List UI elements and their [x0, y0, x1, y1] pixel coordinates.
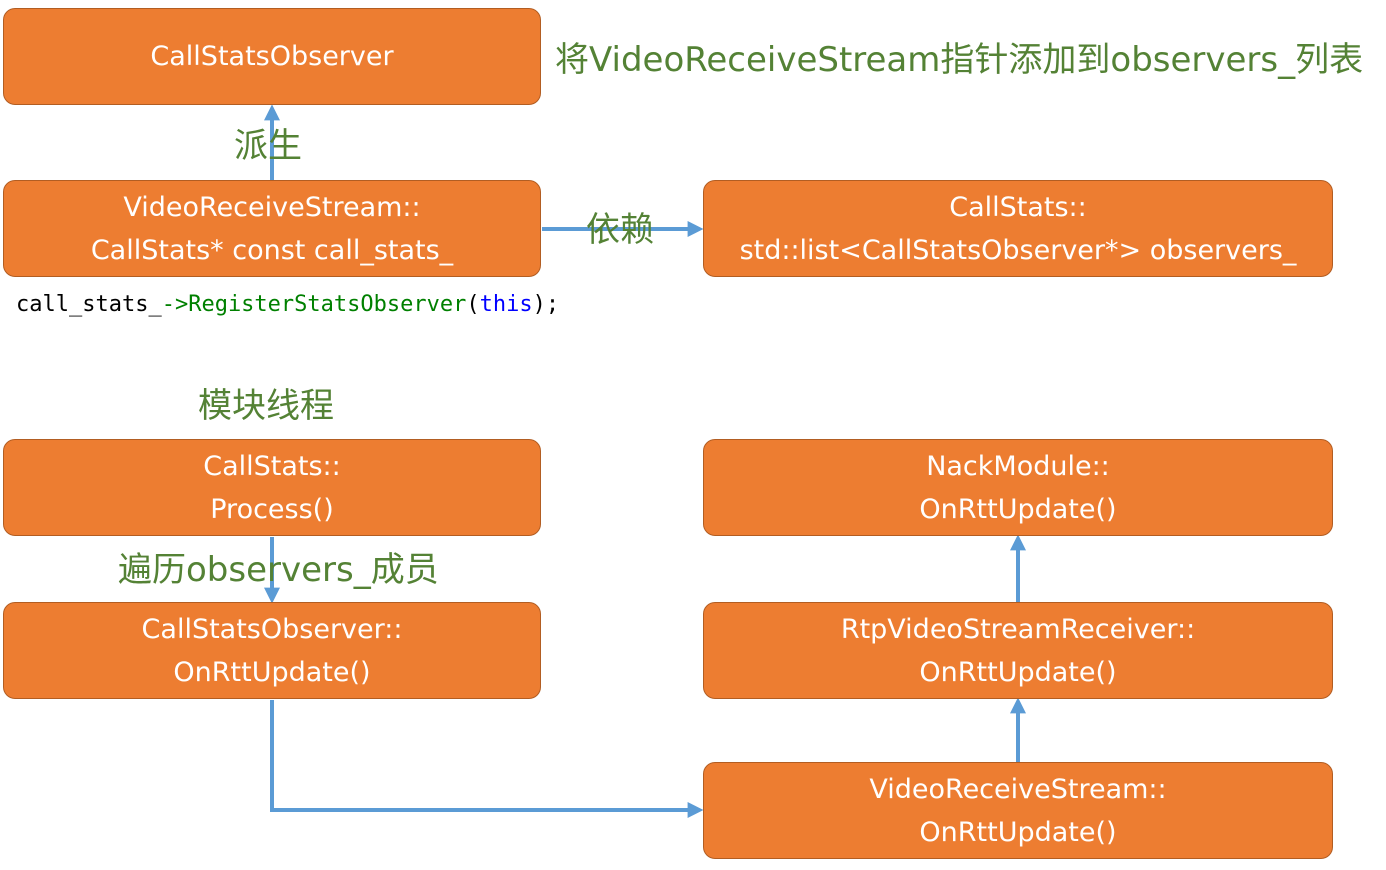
rtp-receiver-class: RtpVideoStreamReceiver::	[840, 613, 1196, 645]
module-thread-label: 模块线程	[198, 386, 334, 426]
video-receive-stream-class: VideoReceiveStream::	[123, 191, 421, 223]
video-receive-stream-class-2: VideoReceiveStream::	[869, 773, 1167, 805]
code-method: RegisterStatsObserver	[188, 292, 467, 317]
code-open-paren: (	[466, 292, 480, 317]
observer-class: CallStatsObserver::	[141, 613, 403, 645]
add-to-list-label: 将VideoReceiveStream指针添加到observers_列表	[555, 40, 1364, 80]
nack-module-class: NackModule::	[926, 450, 1110, 482]
call-stats-class: CallStats::	[949, 191, 1087, 223]
process-method: Process()	[210, 493, 334, 525]
call-stats-observer-box: CallStatsObserver	[3, 8, 541, 105]
call-stats-process-box: CallStats:: Process()	[3, 439, 541, 536]
code-arg: this	[479, 292, 533, 317]
call-stats-process-class: CallStats::	[203, 450, 341, 482]
code-object: call_stats_	[16, 292, 162, 317]
nack-on-rtt-update-method: OnRttUpdate()	[919, 493, 1117, 525]
observers-list-member: std::list<CallStatsObserver*> observers_	[739, 234, 1297, 266]
video-receive-stream-member-box: VideoReceiveStream:: CallStats* const ca…	[3, 180, 541, 277]
depend-label: 依赖	[586, 210, 654, 250]
rtp-on-rtt-update-method: OnRttUpdate()	[919, 656, 1117, 688]
observer-on-rtt-update-method: OnRttUpdate()	[173, 656, 371, 688]
derive-label: 派生	[234, 126, 302, 166]
call-stats-list-box: CallStats:: std::list<CallStatsObserver*…	[703, 180, 1333, 277]
observer-on-rtt-update-box: CallStatsObserver:: OnRttUpdate()	[3, 602, 541, 699]
code-arrow-op: ->	[161, 292, 189, 317]
stream-on-rtt-update-method: OnRttUpdate()	[919, 816, 1117, 848]
code-close: );	[532, 292, 560, 317]
register-observer-code: call_stats_->RegisterStatsObserver(this)…	[16, 290, 559, 320]
call-stats-observer-text: CallStatsObserver	[150, 41, 394, 72]
iterate-observers-label: 遍历observers_成员	[118, 550, 439, 590]
observer-to-stream-arrow	[270, 700, 704, 818]
video-receive-stream-on-rtt-box: VideoReceiveStream:: OnRttUpdate()	[703, 762, 1333, 859]
rtp-video-stream-receiver-box: RtpVideoStreamReceiver:: OnRttUpdate()	[703, 602, 1333, 699]
nack-module-box: NackModule:: OnRttUpdate()	[703, 439, 1333, 536]
call-stats-member: CallStats* const call_stats_	[90, 234, 454, 266]
